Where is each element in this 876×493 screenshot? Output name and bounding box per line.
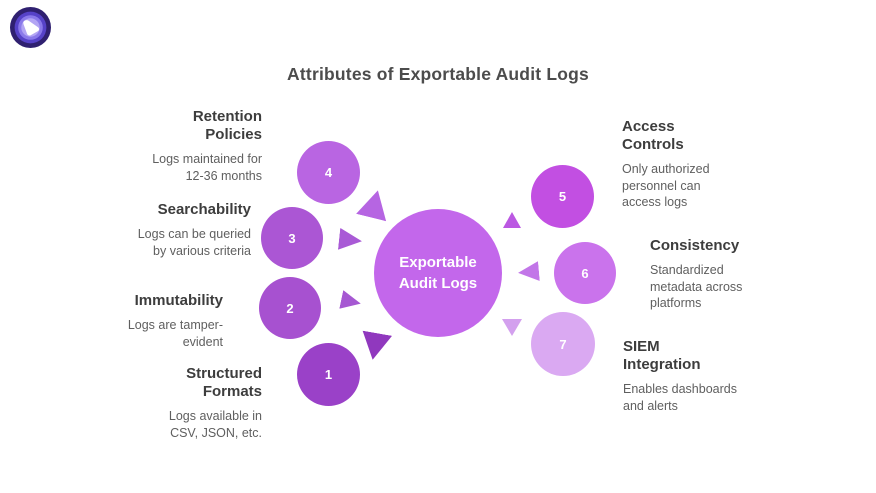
attribute-description: Logs available in CSV, JSON, etc. bbox=[168, 409, 262, 440]
attribute-title: Structured Formats bbox=[186, 365, 262, 400]
attribute-circle-3: 3 bbox=[261, 207, 323, 269]
attribute-number-6: 6 bbox=[581, 265, 589, 281]
attribute-title: Immutability bbox=[134, 292, 223, 309]
attribute-circle-5: 5 bbox=[531, 165, 594, 228]
attribute-title: Access Controls bbox=[622, 118, 684, 153]
attribute-circle-6: 6 bbox=[554, 242, 616, 304]
arrow-marker-4-icon bbox=[356, 187, 393, 222]
attribute-title: Consistency bbox=[650, 237, 740, 254]
arrow-marker-5-icon bbox=[503, 212, 521, 228]
arrow-marker-6-icon bbox=[517, 261, 540, 283]
arrow-marker-7-icon bbox=[502, 319, 522, 336]
attribute-title: Searchability bbox=[157, 201, 251, 218]
label-searchability: Searchability Logs can be queried by var… bbox=[92, 201, 251, 259]
attribute-description: Only authorized personnel can access log… bbox=[622, 162, 710, 209]
label-access-controls: Access Controls Only authorized personne… bbox=[622, 118, 742, 211]
attribute-circle-7: 7 bbox=[531, 312, 595, 376]
label-siem-integration: SIEM Integration Enables dashboards and … bbox=[623, 338, 758, 414]
attribute-circle-2: 2 bbox=[259, 277, 321, 339]
page-title: Attributes of Exportable Audit Logs bbox=[287, 64, 589, 84]
label-immutability: Immutability Logs are tamper- evident bbox=[92, 292, 223, 350]
attribute-description: Standardized metadata across platforms bbox=[650, 263, 743, 310]
attribute-description: Logs can be queried by various criteria bbox=[137, 227, 251, 258]
attribute-number-4: 4 bbox=[324, 165, 333, 180]
attribute-circle-1: 1 bbox=[297, 343, 360, 406]
arrow-marker-1-icon bbox=[358, 331, 392, 363]
attribute-number-7: 7 bbox=[559, 336, 567, 352]
attribute-number-1: 1 bbox=[324, 367, 333, 382]
label-retention-policies: Retention Policies Logs maintained for 1… bbox=[92, 108, 262, 184]
attribute-title: SIEM Integration bbox=[623, 338, 701, 373]
arrow-marker-3-icon bbox=[338, 228, 363, 252]
center-circle: Exportable Audit Logs bbox=[374, 209, 502, 337]
attribute-description: Logs maintained for 12-36 months bbox=[152, 152, 262, 183]
attribute-description: Enables dashboards and alerts bbox=[623, 382, 737, 413]
attribute-description: Logs are tamper- evident bbox=[127, 318, 223, 349]
attribute-title: Retention Policies bbox=[192, 108, 262, 143]
attribute-circle-4: 4 bbox=[297, 141, 360, 204]
brand-logo bbox=[10, 7, 51, 48]
logo-pick-icon bbox=[23, 20, 40, 36]
attribute-number-3: 3 bbox=[288, 230, 296, 246]
attribute-number-2: 2 bbox=[286, 300, 294, 316]
label-consistency: Consistency Standardized metadata across… bbox=[650, 237, 770, 312]
attribute-number-5: 5 bbox=[558, 189, 567, 204]
center-circle-label: Exportable Audit Logs bbox=[398, 254, 478, 292]
label-structured-formats: Structured Formats Logs available in CSV… bbox=[92, 365, 262, 441]
arrow-marker-2-icon bbox=[339, 290, 363, 313]
